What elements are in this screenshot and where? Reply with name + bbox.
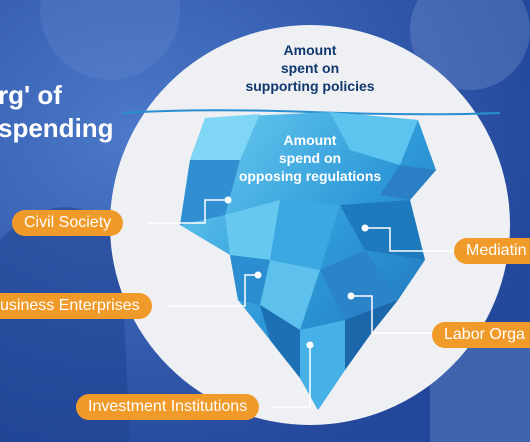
iceberg-facet: [230, 255, 270, 305]
above-water-label-line: Amount: [283, 42, 337, 58]
background-shape: [410, 0, 530, 90]
iceberg-facet: [380, 165, 436, 200]
iceberg: [180, 112, 436, 410]
connectors: [148, 199, 458, 408]
iceberg-facet: [190, 114, 260, 160]
iceberg-facet: [260, 305, 300, 378]
above-water-label-line: supporting policies: [245, 78, 375, 94]
above-water-label-line: spent on: [280, 60, 340, 76]
title-line-1: rg' of: [0, 80, 62, 110]
iceberg-facet: [340, 200, 425, 260]
pill-business-enterprises: usiness Enterprises: [0, 293, 152, 319]
iceberg-facet: [320, 250, 398, 320]
background-shape: [40, 0, 180, 80]
below-water-label-line: opposing regulations: [238, 168, 382, 184]
connector-dot: [347, 292, 355, 300]
connector-mediating: [365, 227, 458, 252]
pill-labor-organizations: Labor Orga: [432, 322, 530, 348]
connector-civil-society: [148, 199, 228, 224]
below-water-label-line: Amount: [283, 132, 337, 148]
iceberg-facet: [270, 200, 340, 270]
pill-mediating: Mediatin: [454, 238, 530, 264]
iceberg-facet: [180, 160, 240, 225]
iceberg-facet: [225, 200, 280, 260]
waterline: [121, 109, 501, 116]
title-line-2: spending: [0, 113, 114, 143]
below-water-label-line: spend on: [278, 150, 342, 166]
iceberg-facet: [260, 260, 320, 330]
pill-civil-society: Civil Society: [12, 210, 124, 236]
above-water-label: Amount spent on supporting policies: [230, 41, 390, 95]
connector-investment: [272, 345, 311, 408]
connector-dot: [306, 341, 314, 349]
pill-investment-institutions: Investment Institutions: [76, 394, 260, 420]
connector-dot: [224, 196, 232, 204]
connector-dot: [254, 271, 262, 279]
iceberg-facet: [330, 112, 418, 165]
connector-labor: [351, 295, 432, 334]
connector-business: [168, 274, 258, 307]
iceberg-facet: [345, 300, 398, 370]
below-water-label: Amount spend on opposing regulations: [225, 131, 395, 185]
connector-dots: [224, 196, 369, 349]
connector-dot: [361, 224, 369, 232]
background-shape: [0, 207, 130, 442]
